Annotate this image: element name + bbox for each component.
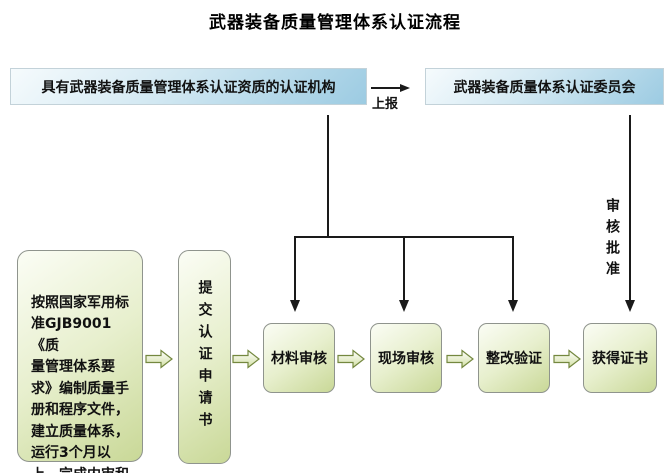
step-box-rectification-verification: 整改验证: [478, 323, 550, 393]
down-arrowhead-icon-3: [508, 300, 518, 312]
down-arrowhead-icon-2: [399, 300, 409, 312]
step-label: 整改验证: [486, 351, 542, 367]
down-arrowhead-icon-1: [290, 300, 300, 312]
preparation-box: 按照国家军用标 准GJB9001《质 量管理体系要 求》编制质量手 册和程序文件…: [17, 250, 143, 473]
committee-vline: [629, 115, 631, 301]
report-arrowhead-icon: [400, 84, 410, 92]
step-box-obtain-certificate: 获得证书: [583, 323, 657, 393]
report-label: 上报: [372, 97, 399, 112]
submit-application-box: 提交认证申请书: [178, 250, 231, 464]
certifier-label: 具有武器装备质量管理体系认证资质的认证机构: [41, 79, 336, 96]
report-arrow-line: [371, 87, 401, 89]
step-label: 获得证书: [592, 351, 648, 367]
step-box-onsite-audit: 现场审核: [370, 323, 442, 393]
submit-application-label: 提交认证申请书: [196, 280, 213, 434]
committee-label: 武器装备质量体系认证委员会: [453, 79, 636, 96]
step-box-material-review: 材料审核: [263, 323, 335, 393]
approval-label: 审核批准: [604, 198, 620, 282]
down-arrowhead-icon-4: [625, 300, 635, 312]
certifier-vline: [327, 115, 329, 238]
flow-arrow-icon-2: [232, 349, 260, 369]
page-title: 武器装备质量管理体系认证流程: [209, 13, 461, 33]
step-label: 现场审核: [378, 351, 434, 367]
branch-drop-3: [512, 237, 514, 301]
flow-arrow-icon-1: [145, 349, 173, 369]
flow-arrow-icon-3: [337, 349, 365, 369]
step-label: 材料审核: [271, 351, 327, 367]
flow-arrow-icon-4: [446, 349, 474, 369]
certifier-box: 具有武器装备质量管理体系认证资质的认证机构: [10, 68, 367, 105]
preparation-text: 按照国家军用标 准GJB9001《质 量管理体系要 求》编制质量手 册和程序文件…: [31, 294, 129, 473]
committee-box: 武器装备质量体系认证委员会: [425, 68, 664, 105]
branch-drop-2: [403, 237, 405, 301]
flow-arrow-icon-5: [553, 349, 581, 369]
branch-drop-1: [294, 237, 296, 301]
